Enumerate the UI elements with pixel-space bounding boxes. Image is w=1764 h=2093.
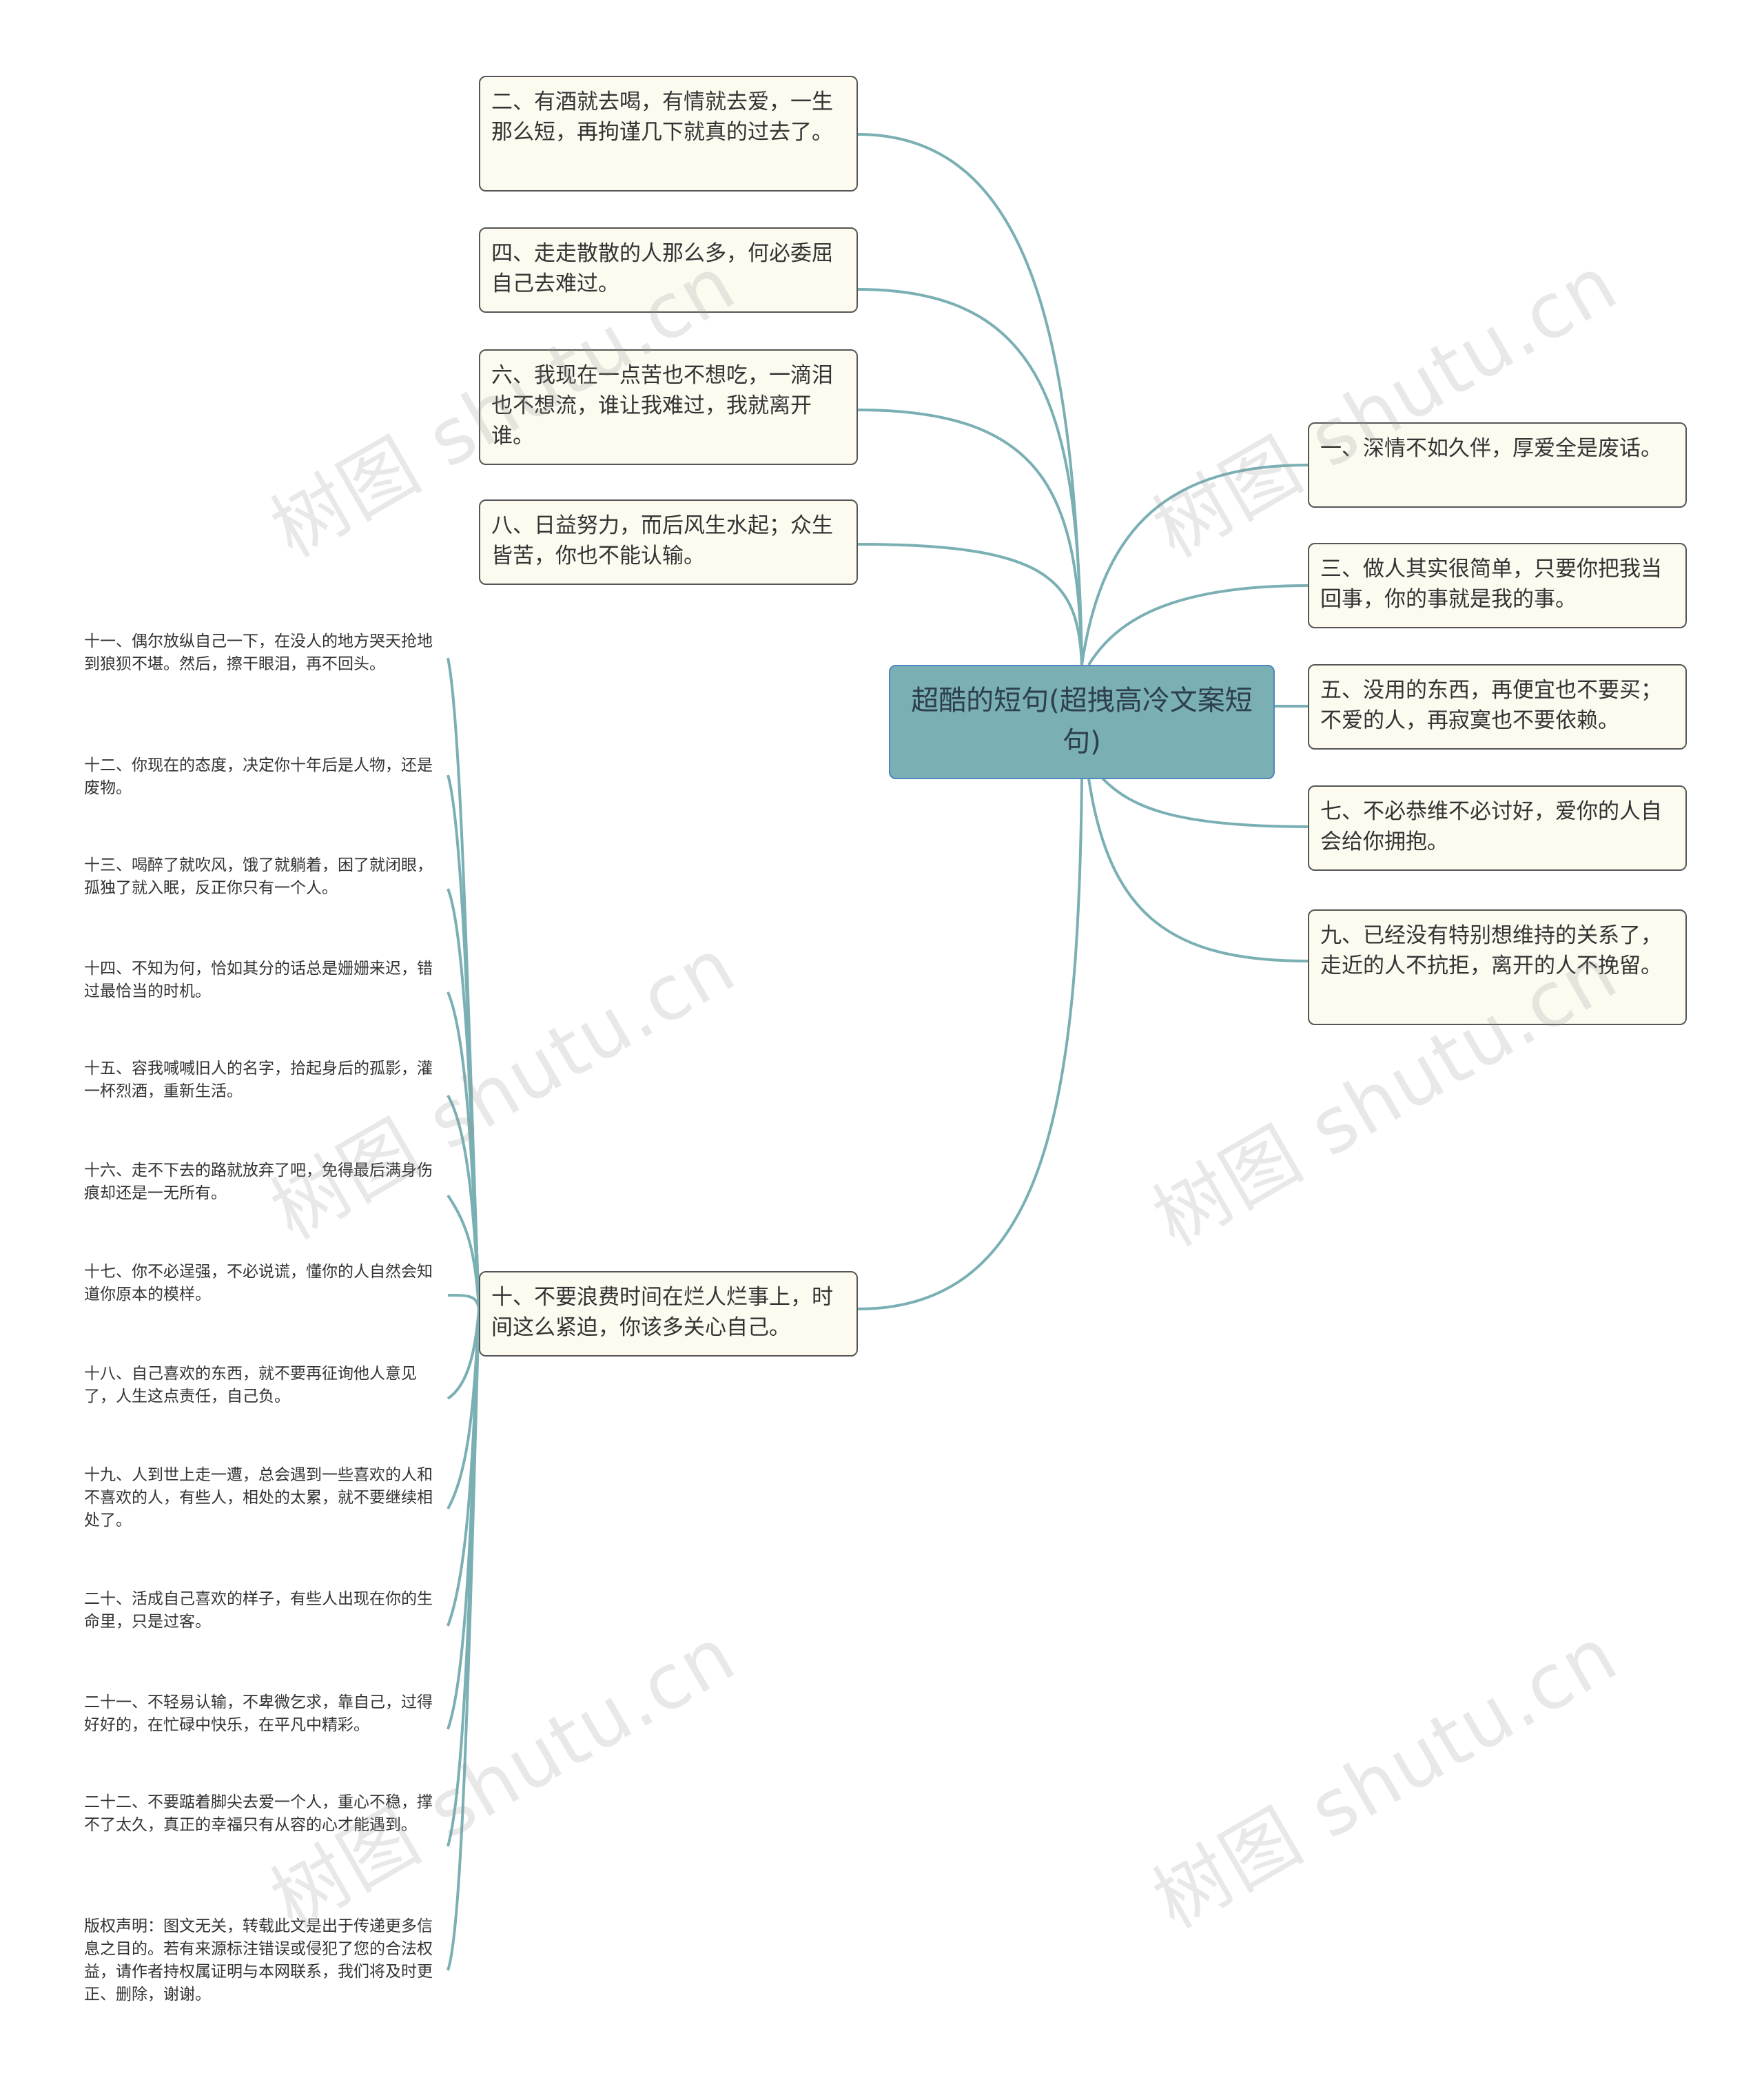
sub-item-18[interactable]: 十八、自己喜欢的东西，就不要再征询他人意见了，人生这点责任，自己负。 — [84, 1365, 417, 1405]
sub-item-16[interactable]: 十六、走不下去的路就放弃了吧，免得最后满身伤痕却还是一无所有。 — [84, 1162, 433, 1202]
sub-item-15[interactable]: 十五、容我喊喊旧人的名字，拾起身后的孤影，灌一杯烈酒，重新生活。 — [84, 1060, 433, 1100]
link-root-right-5 — [1087, 778, 1309, 962]
branch-node-2[interactable]: 二、有酒就去喝，有情就去爱，一生那么短，再拘谨几下就真的过去了。 — [479, 76, 858, 192]
link-sub-6 — [447, 1194, 480, 1310]
sub-item-19[interactable]: 十九、人到世上走一遭，总会遇到一些喜欢的人和不喜欢的人，有些人，相处的太累，就不… — [84, 1466, 433, 1529]
branch-node-10[interactable]: 十、不要浪费时间在烂人烂事上，时间这么紧迫，你该多关心自己。 — [479, 1271, 858, 1357]
sub-item-21[interactable]: 二十一、不轻易认输，不卑微乞求，靠自己，过得好好的，在忙碌中快乐，在平凡中精彩。 — [84, 1693, 433, 1734]
link-sub-5 — [447, 1095, 480, 1310]
sub-item-14[interactable]: 十四、不知为何，恰如其分的话总是姗姗来迟，错过最恰当的时机。 — [84, 960, 433, 1000]
branch-node-6[interactable]: 六、我现在一点苦也不想吃，一滴泪也不想流，谁让我难过，我就离开谁。 — [479, 349, 858, 465]
sub-item-12[interactable]: 十二、你现在的态度，决定你十年后是人物，还是废物。 — [84, 756, 433, 797]
branch-node-4[interactable]: 四、走走散散的人那么多，何必委屈自己去难过。 — [479, 227, 858, 313]
link-root-right-1 — [1080, 464, 1309, 666]
root-node[interactable]: 超酷的短句(超拽高冷文案短句) — [889, 665, 1275, 779]
sub-item-17[interactable]: 十七、你不必逞强，不必说谎，懂你的人自然会知道你原本的模样。 — [84, 1263, 433, 1303]
branch-node-8[interactable]: 八、日益努力，而后风生水起；众生皆苦，你也不能认输。 — [479, 499, 858, 585]
branch-node-9[interactable]: 九、已经没有特别想维持的关系了，走近的人不抗拒，离开的人不挽留。 — [1308, 909, 1687, 1025]
copyright-notice: 版权声明：图文无关，转载此文是出于传递更多信息之目的。若有来源标注错误或侵犯了您… — [84, 1917, 433, 2003]
link-root-left-2 — [857, 288, 1083, 666]
link-root-right-4 — [1101, 777, 1309, 828]
sub-item-11[interactable]: 十一、偶尔放纵自己一下，在没人的地方哭天抢地到狼狈不堪。然后，擦干眼泪，再不回头… — [84, 632, 433, 673]
sub-item-13[interactable]: 十三、喝醉了就吹风，饿了就躺着，困了就闭眼，孤独了就入眠，反正你只有一个人。 — [84, 856, 433, 897]
link-root-left-3 — [857, 409, 1083, 666]
branch-node-7[interactable]: 七、不必恭维不必讨好，爱你的人自会给你拥抱。 — [1308, 785, 1687, 871]
link-sub-13 — [447, 1308, 480, 1971]
sub-item-20[interactable]: 二十、活成自己喜欢的样子，有些人出现在你的生命里，只是过客。 — [84, 1590, 433, 1631]
sub-item-22[interactable]: 二十二、不要踮着脚尖去爱一个人，重心不稳，撑不了太久，真正的幸福只有从容的心才能… — [84, 1793, 433, 1834]
branch-node-3[interactable]: 三、做人其实很简单，只要你把我当回事，你的事就是我的事。 — [1308, 543, 1687, 628]
link-root-right-2 — [1087, 584, 1309, 666]
link-root-left-5 — [857, 778, 1083, 1310]
branch-node-5[interactable]: 五、没用的东西，再便宜也不要买；不爱的人，再寂寞也不要依赖。 — [1308, 664, 1687, 750]
link-sub-7 — [447, 1294, 480, 1310]
link-root-left-4 — [857, 543, 1083, 666]
branch-node-1[interactable]: 一、深情不如久伴，厚爱全是废话。 — [1308, 422, 1687, 508]
